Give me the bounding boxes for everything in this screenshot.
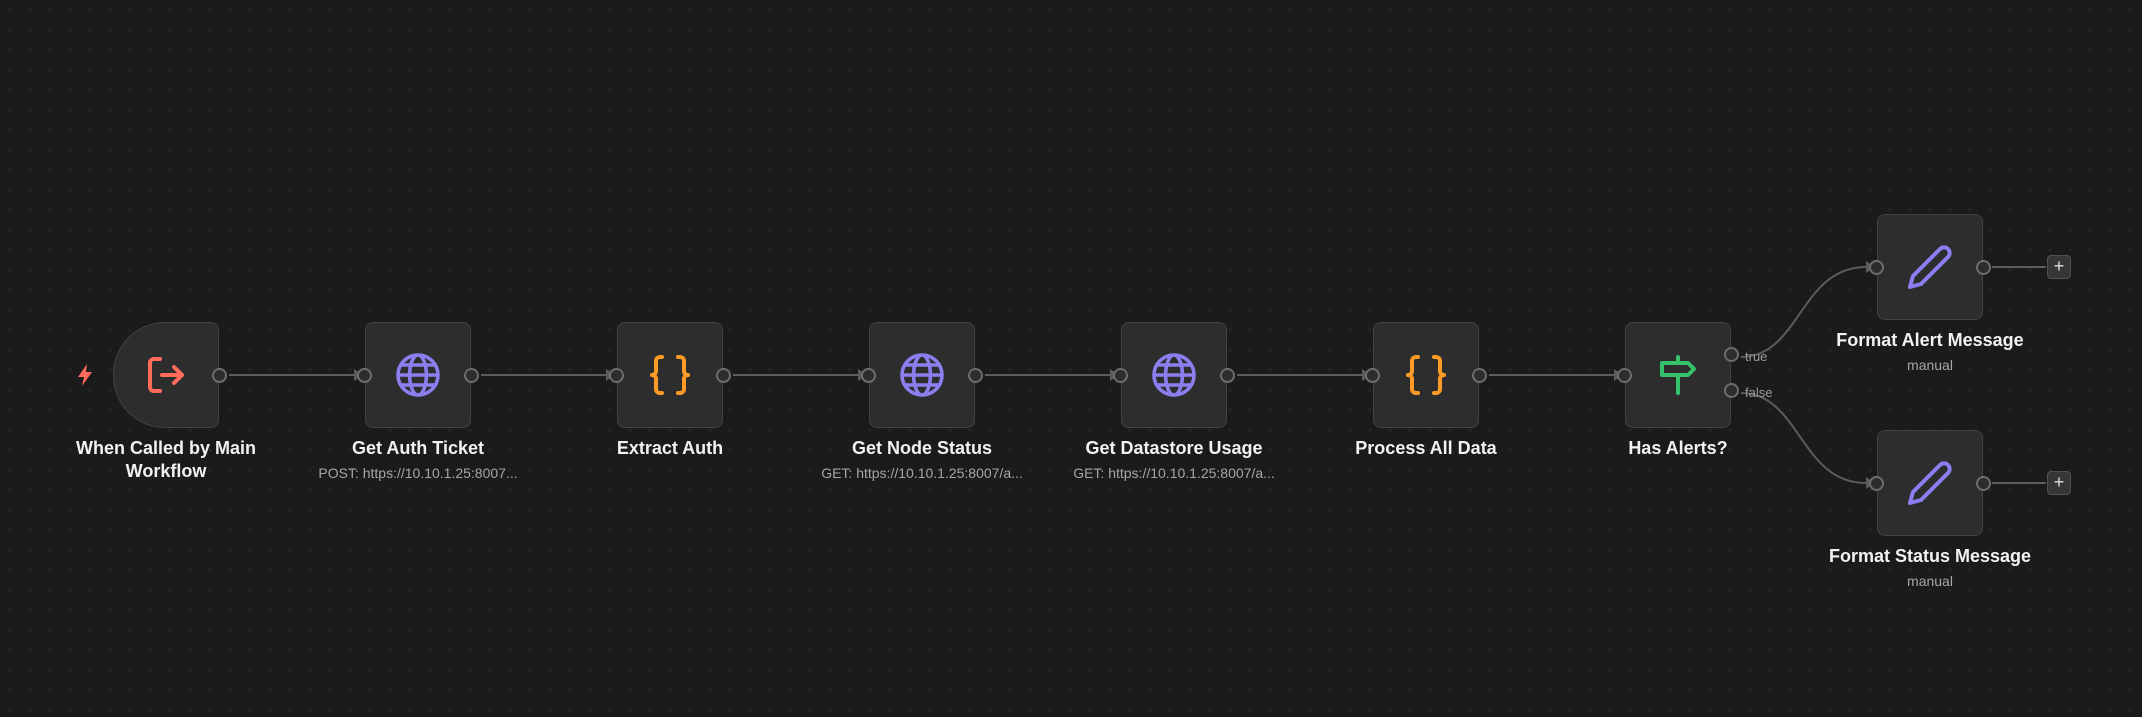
code-braces-icon xyxy=(1406,355,1446,395)
output-handle[interactable] xyxy=(716,368,731,383)
node-subtitle: manual xyxy=(1907,573,1953,589)
input-handle[interactable] xyxy=(1617,368,1632,383)
globe-icon xyxy=(1152,353,1196,397)
output-handle[interactable] xyxy=(968,368,983,383)
node-format-status-message[interactable] xyxy=(1869,430,1991,536)
node-process-all-data[interactable] xyxy=(1365,322,1487,428)
output-handle[interactable] xyxy=(1976,476,1991,491)
node-extract-auth[interactable] xyxy=(609,322,731,428)
globe-icon xyxy=(396,353,440,397)
input-handle[interactable] xyxy=(1365,368,1380,383)
trigger-bolt-icon xyxy=(78,364,92,386)
node-title: Format Status Message xyxy=(1828,546,2032,566)
false-branch-label: false xyxy=(1745,385,1773,400)
input-handle[interactable] xyxy=(1869,260,1884,275)
false-output-handle[interactable] xyxy=(1724,383,1739,398)
node-subtitle: manual xyxy=(1907,357,1953,373)
output-handle[interactable] xyxy=(212,368,227,383)
node-subtitle: POST: https://10.10.1.25:8007... xyxy=(318,465,518,481)
node-get-datastore-usage[interactable] xyxy=(1113,322,1235,428)
add-node-button[interactable]: + xyxy=(2047,255,2071,279)
input-handle[interactable] xyxy=(357,368,372,383)
input-handle[interactable] xyxy=(861,368,876,383)
signpost-icon xyxy=(1660,355,1696,395)
code-braces-icon xyxy=(650,355,690,395)
node-title: Extract Auth xyxy=(616,438,724,458)
node-title: Get Node Status xyxy=(851,438,993,458)
input-handle[interactable] xyxy=(1113,368,1128,383)
node-title: Get Datastore Usage xyxy=(1085,438,1263,458)
true-output-handle[interactable] xyxy=(1724,347,1739,362)
node-get-node-status[interactable] xyxy=(861,322,983,428)
pencil-icon xyxy=(1908,461,1952,505)
input-handle[interactable] xyxy=(609,368,624,383)
node-title: Has Alerts? xyxy=(1628,438,1728,458)
node-title: Process All Data xyxy=(1355,438,1497,458)
node-title: Get Auth Ticket xyxy=(351,438,485,458)
add-node-button[interactable]: + xyxy=(2047,471,2071,495)
node-subtitle: GET: https://10.10.1.25:8007/a... xyxy=(821,465,1023,481)
node-subtitle: GET: https://10.10.1.25:8007/a... xyxy=(1073,465,1275,481)
node-has-alerts[interactable] xyxy=(1617,322,1739,428)
sign-in-icon xyxy=(148,357,184,393)
pencil-icon xyxy=(1908,245,1952,289)
edge-false-to-format-status xyxy=(1740,392,1867,484)
node-get-auth-ticket[interactable] xyxy=(357,322,479,428)
globe-icon xyxy=(900,353,944,397)
input-handle[interactable] xyxy=(1869,476,1884,491)
node-when-called-by-main-workflow[interactable] xyxy=(113,322,227,428)
output-handle[interactable] xyxy=(464,368,479,383)
node-title: Format Alert Message xyxy=(1836,330,2024,350)
edge-true-to-format-alert xyxy=(1740,266,1867,358)
true-branch-label: true xyxy=(1745,349,1768,364)
node-format-alert-message[interactable] xyxy=(1869,214,1991,320)
output-handle[interactable] xyxy=(1472,368,1487,383)
output-handle[interactable] xyxy=(1976,260,1991,275)
output-handle[interactable] xyxy=(1220,368,1235,383)
